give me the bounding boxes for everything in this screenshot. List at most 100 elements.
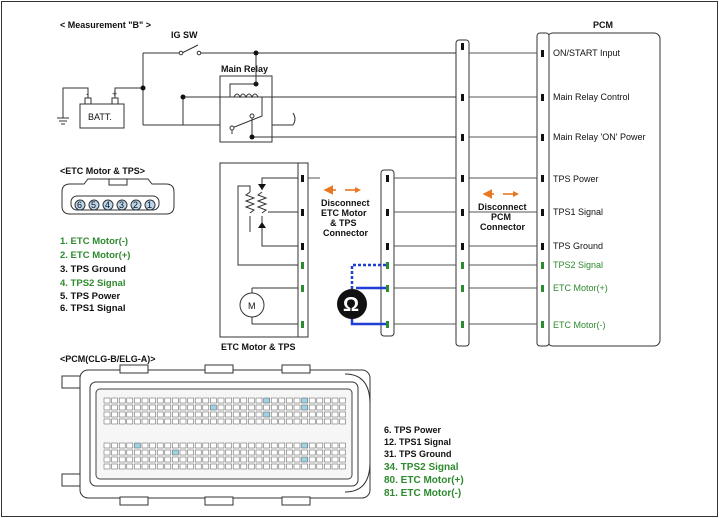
etc-pin-number: 2: [133, 200, 138, 210]
pcm-pin-cell: [286, 456, 293, 463]
pcm-pin-cell: [339, 449, 346, 456]
pcm-pin-cell: [278, 404, 286, 411]
pcm-pin-cell: [210, 449, 217, 456]
pcm-pin-cell: [202, 449, 210, 456]
pcm-pin-cell: [103, 442, 111, 449]
pcm-pin-cell: [118, 404, 126, 411]
pcm-pin-cell: [316, 456, 324, 463]
wiper-arrow-icon: [258, 222, 266, 228]
pcm-pin-cell: [278, 397, 286, 404]
pcm-pin-cell: [118, 397, 126, 404]
pcm-pin-cell: [149, 418, 156, 425]
pcm-pin-cell: [316, 411, 324, 418]
pcm-pin-cell: [255, 411, 263, 418]
pcm-pin-cell: [316, 404, 324, 411]
ohmmeter-leads: [350, 263, 386, 326]
pcm-connector-header: <PCM(CLG-B/ELG-A)>: [60, 354, 156, 364]
pcm-pin-cell: [164, 404, 172, 411]
pcm-pin-cell: [179, 404, 187, 411]
pcm-pin-cell: [286, 411, 293, 418]
pcm-pin-cell: [301, 411, 308, 418]
pcm-pin-cell: [316, 463, 324, 470]
pcm-pin-cell: [278, 418, 286, 425]
pcm-pin-cell: [286, 442, 293, 449]
pcm-pin-cell: [331, 397, 339, 404]
pcm-legend-item: 81. ETC Motor(-): [384, 488, 461, 499]
battery-feed-wire: [114, 52, 222, 126]
pcm-pin-cell: [286, 397, 293, 404]
pcm-pin-cell: [179, 442, 187, 449]
pcm-pin-label: TPS1 Signal: [553, 207, 603, 217]
etc-legend-item: 1. ETC Motor(-): [60, 236, 128, 247]
pcm-pin-cell: [118, 463, 126, 470]
pcm-pin-cell: [179, 397, 187, 404]
pcm-pin-cell: [172, 411, 179, 418]
pcm-pin-cell: [172, 418, 179, 425]
pcm-pin-cell: [339, 442, 346, 449]
pcm-pin-cell: [149, 442, 156, 449]
pcm-legend-item: 80. ETC Motor(+): [384, 475, 464, 486]
harness-to-pcm-wires: [469, 52, 537, 325]
wiper-arrow-icon: [258, 184, 266, 190]
disconnect-pcm-line-1: Disconnect: [478, 202, 527, 212]
pcm-pin-cell: [134, 463, 141, 470]
pcm-pin-cell: [232, 404, 240, 411]
pcm-legend-item: 6. TPS Power: [384, 425, 442, 435]
pcm-pin-cell: [202, 397, 210, 404]
pcm-legend: 6. TPS Power 12. TPS1 Signal 31. TPS Gro…: [384, 425, 464, 499]
pcm-pin-cell: [134, 411, 141, 418]
pcm-pin-cell: [301, 463, 308, 470]
pcm-title: PCM: [593, 20, 613, 30]
pcm-pin-cell: [308, 411, 316, 418]
pcm-pin-cell: [126, 418, 134, 425]
pcm-pin-cell: [263, 397, 270, 404]
pcm-pin-cell: [194, 404, 202, 411]
pcm-pin-cell: [156, 449, 164, 456]
pcm-pin-cell: [270, 397, 278, 404]
ig-switch: [176, 44, 456, 54]
pcm-pin-cell: [217, 397, 225, 404]
pcm-pin-cell: [141, 397, 149, 404]
disconnect-etc-arrows: [323, 185, 361, 195]
pcm-pin-label: ETC Motor(-): [553, 320, 606, 330]
pcm-pin-cell: [194, 449, 202, 456]
pcm-pin-cell: [248, 418, 255, 425]
pcm-pin-cell: [225, 456, 232, 463]
pcm-pin-cell: [217, 449, 225, 456]
pcm-pin-cell: [324, 411, 331, 418]
pcm-pin-cell: [316, 418, 324, 425]
etc-legend-item: 5. TPS Power: [60, 291, 120, 302]
pcm-pin-cell: [149, 456, 156, 463]
pcm-pin-cell: [179, 463, 187, 470]
pcm-pin-cell: [210, 404, 217, 411]
pcm-pin-cell: [172, 456, 179, 463]
pcm-pin-cell: [111, 418, 118, 425]
pcm-pin-cell: [134, 442, 141, 449]
disconnect-etc-line-4: Connector: [323, 228, 368, 238]
pcm-pin-cell: [263, 463, 270, 470]
pcm-pin-cell: [293, 418, 301, 425]
pcm-pin-cell: [293, 449, 301, 456]
pcm-pin-cell: [202, 411, 210, 418]
etc-pin-number: 5: [91, 200, 96, 210]
disconnect-pcm-arrows: [482, 189, 519, 199]
pcm-pin-cell: [172, 404, 179, 411]
pcm-pin-cell: [225, 418, 232, 425]
pcm-pin-cell: [187, 463, 194, 470]
pcm-pin-cell: [331, 411, 339, 418]
pcm-pin-cell: [232, 442, 240, 449]
pcm-pin-cell: [103, 397, 111, 404]
pcm-pin-cell: [111, 404, 118, 411]
pcm-pin-cell: [293, 442, 301, 449]
pcm-pin-cell: [286, 404, 293, 411]
pcm-pin-cell: [172, 449, 179, 456]
pcm-connector-pin-grid: [103, 397, 346, 470]
pcm-pin-cell: [316, 397, 324, 404]
pcm-pin-cell: [248, 456, 255, 463]
pcm-pin-cell: [134, 449, 141, 456]
pcm-pin-cell: [164, 411, 172, 418]
ground-icon: [57, 87, 89, 125]
pcm-pin-cell: [217, 404, 225, 411]
pcm-pin-cell: [278, 411, 286, 418]
